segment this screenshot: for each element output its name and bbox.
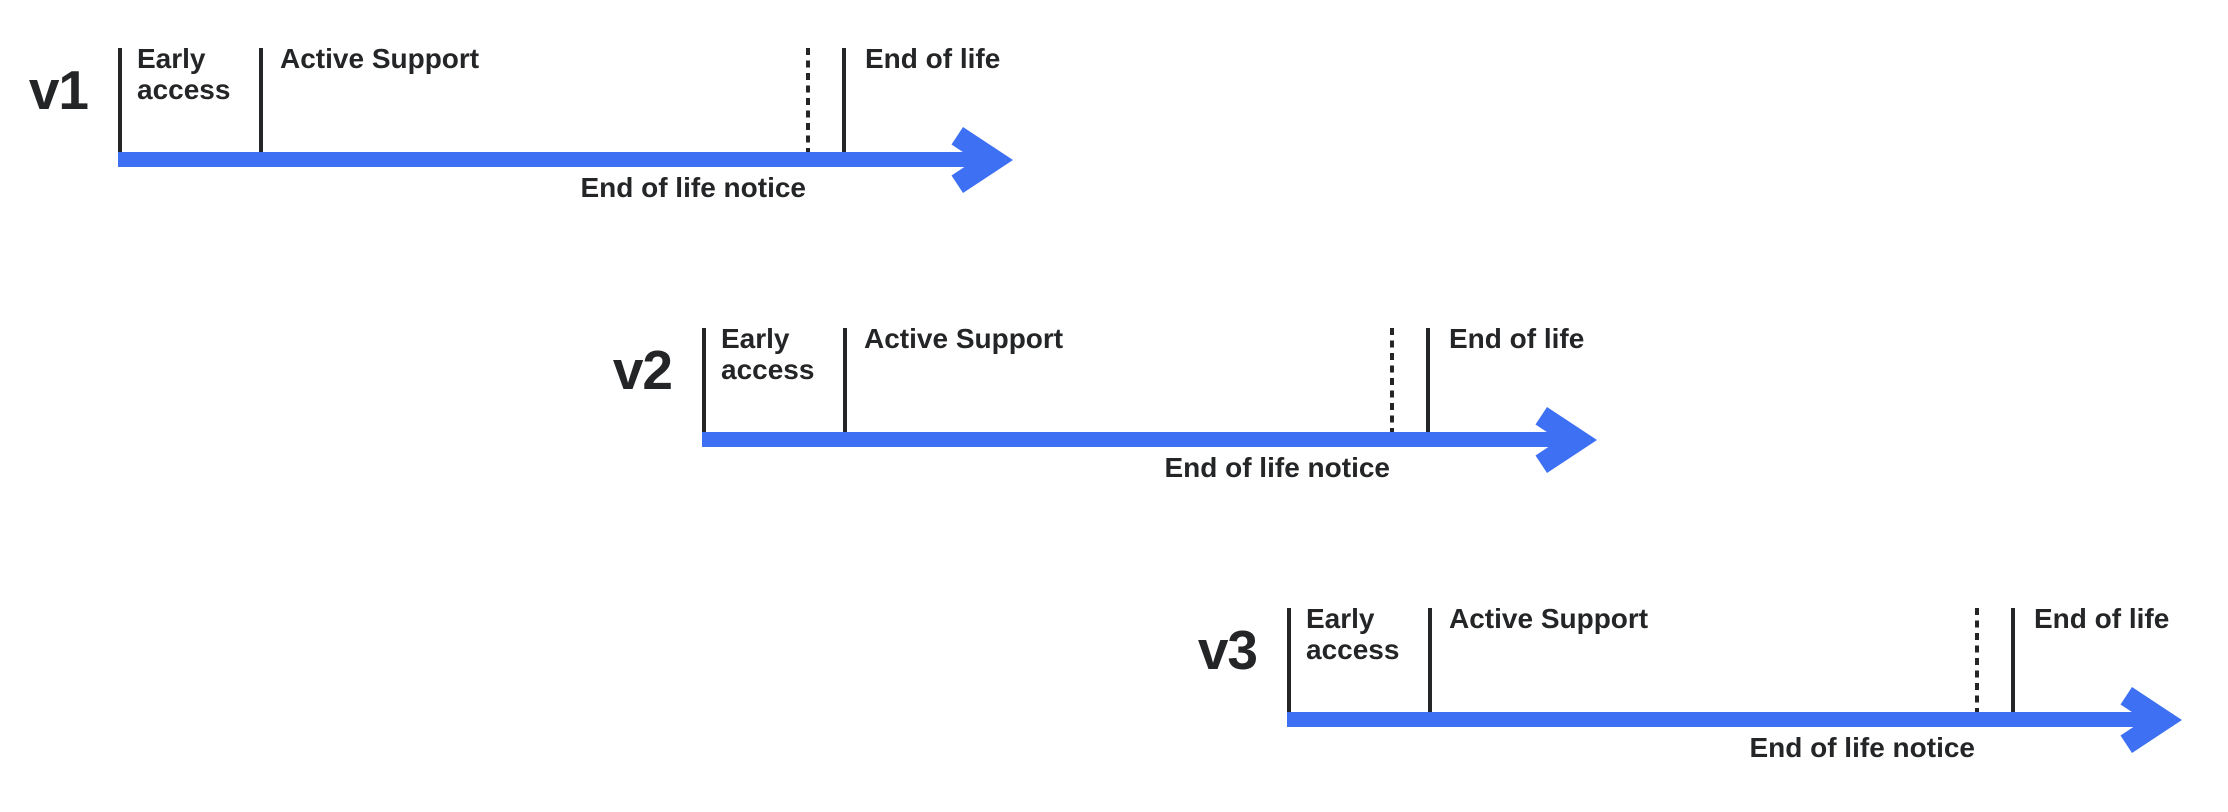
eol-notice-dashed-tick	[1390, 328, 1394, 432]
end-of-life-tick	[2011, 608, 2015, 712]
early-access-label: Early access	[137, 43, 231, 105]
active-support-start-tick	[259, 48, 263, 152]
end-of-life-label: End of life	[1449, 323, 1585, 354]
active-support-label: Active Support	[280, 43, 480, 74]
active-support-label: Active Support	[864, 323, 1064, 354]
eol-notice-dashed-tick	[806, 48, 810, 152]
end-of-life-label: End of life	[2034, 603, 2170, 634]
version-label: v2	[612, 339, 673, 401]
timeline-arrow-bar	[1287, 712, 2169, 727]
timeline-arrow-bar	[702, 432, 1584, 447]
early-access-label: Early access	[721, 323, 815, 385]
arrow-head-icon	[1535, 407, 1597, 473]
eol-notice-label: End of life notice	[580, 172, 806, 203]
timeline-row-v1: v1 Early access Active Support End of li…	[29, 0, 1078, 240]
eol-notice-dashed-tick	[1975, 608, 1979, 712]
eol-notice-label: End of life notice	[1749, 732, 1975, 763]
eol-notice-label: End of life notice	[1164, 452, 1390, 483]
end-of-life-label: End of life	[865, 43, 1001, 74]
active-support-label: Active Support	[1449, 603, 1649, 634]
arrow-head-icon	[2120, 687, 2182, 753]
version-label: v1	[28, 59, 89, 121]
timeline-row-v3: v3 Early access Active Support End of li…	[1198, 560, 2228, 800]
active-support-start-tick	[1428, 608, 1432, 712]
end-of-life-tick	[1426, 328, 1430, 432]
early-access-start-tick	[702, 328, 706, 432]
end-of-life-tick	[842, 48, 846, 152]
early-access-label: Early access	[1306, 603, 1400, 665]
timeline-row-v2: v2 Early access Active Support End of li…	[613, 280, 1662, 520]
early-access-start-tick	[1287, 608, 1291, 712]
timeline-arrow-bar	[118, 152, 1000, 167]
early-access-start-tick	[118, 48, 122, 152]
version-label: v3	[1197, 619, 1258, 681]
active-support-start-tick	[843, 328, 847, 432]
arrow-head-icon	[951, 127, 1013, 193]
